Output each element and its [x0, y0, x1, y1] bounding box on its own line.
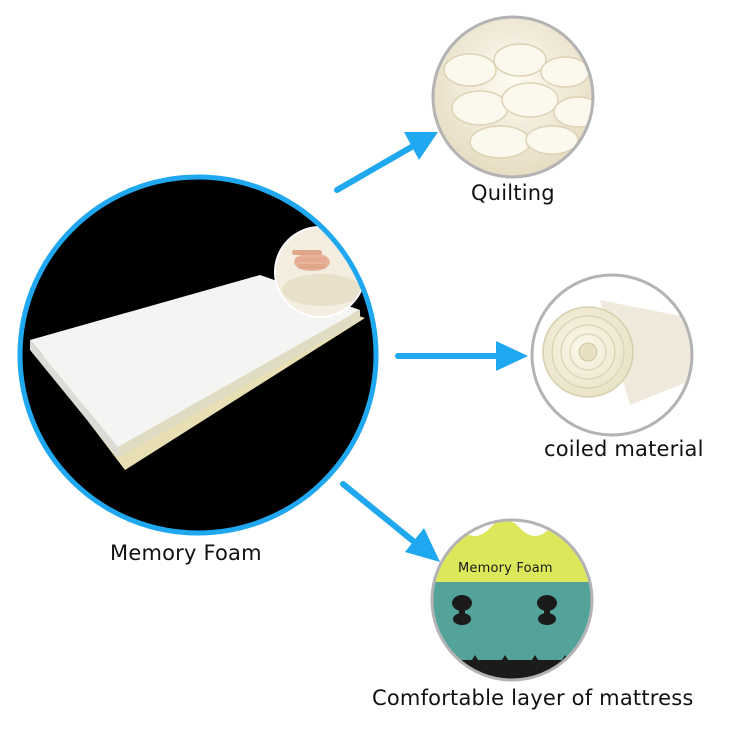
comfortable-layer-label: Comfortable layer of mattress: [372, 686, 694, 710]
hand-press-inset: [274, 226, 366, 318]
memory-foam-label: Memory Foam: [110, 541, 262, 565]
comfort-layer-crosssection-image: [430, 518, 594, 682]
coiled-material-label: coiled material: [544, 437, 704, 461]
quilting-foam-image: [431, 15, 595, 179]
arrow-to-comfort: [340, 481, 440, 562]
inset-foam-label: Memory Foam: [458, 561, 553, 576]
arrow-to-coiled: [395, 341, 528, 371]
coiled-material-roll-image: [530, 273, 694, 437]
arrow-to-quilting: [334, 132, 438, 193]
quilting-label: Quilting: [471, 181, 555, 205]
memory-foam-mattress-image: [17, 174, 379, 536]
